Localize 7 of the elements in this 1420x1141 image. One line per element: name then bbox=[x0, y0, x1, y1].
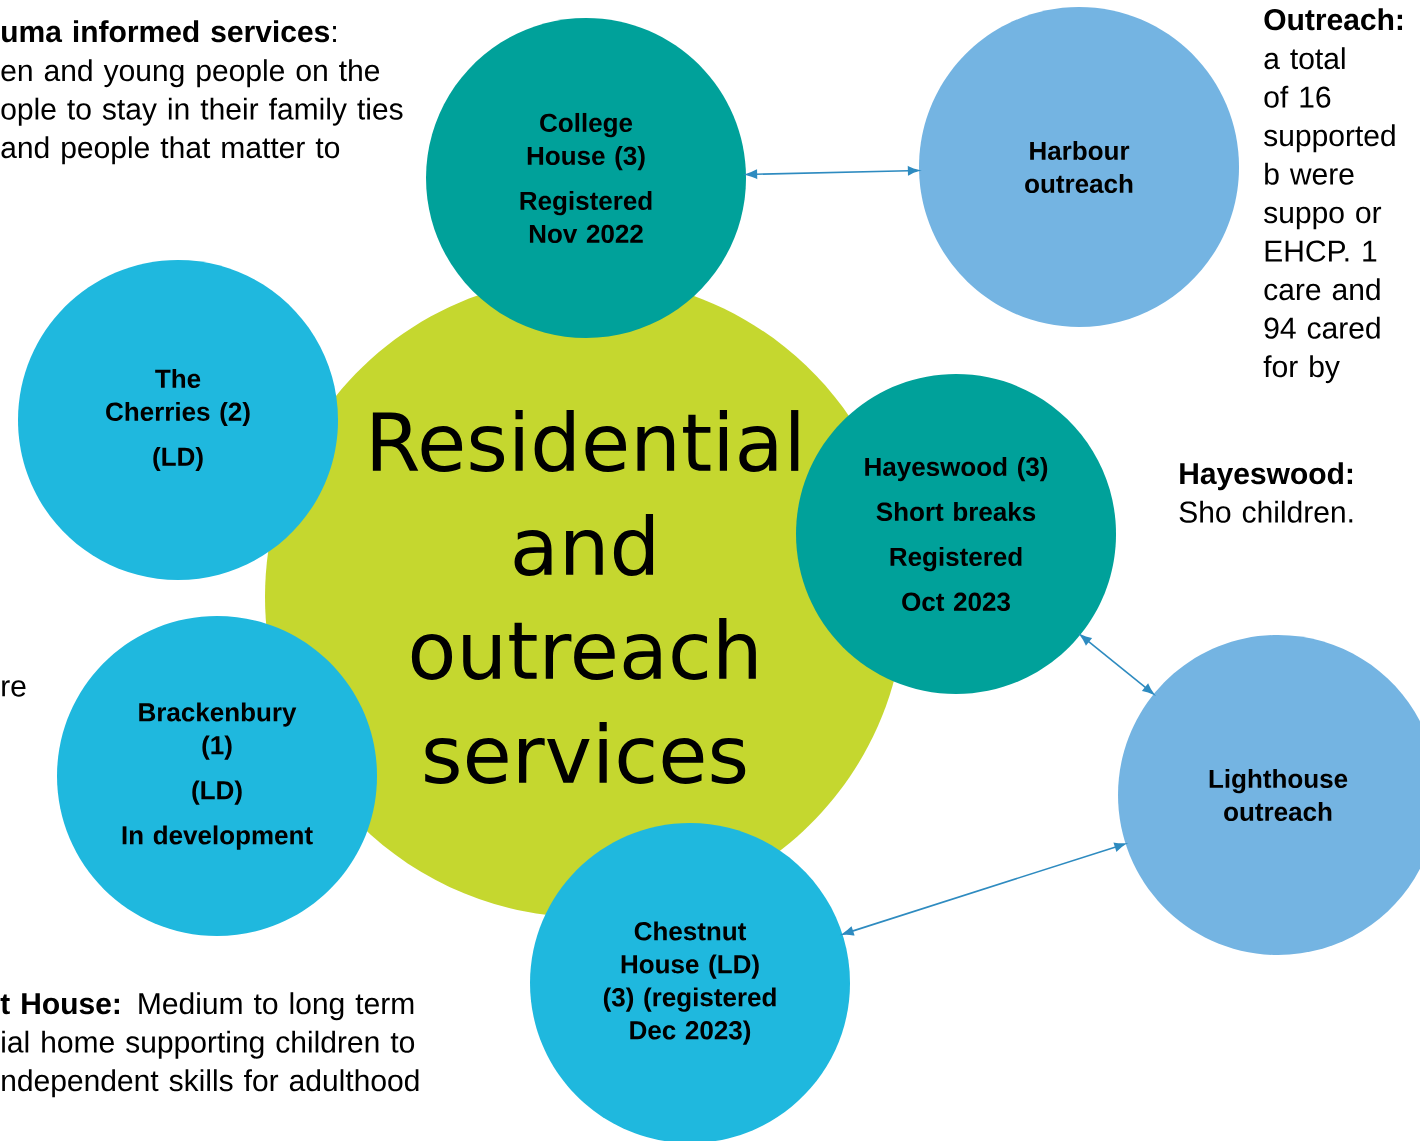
note-text: Hayeswood: Sho children. bbox=[1179, 462, 1353, 523]
double-arrow bbox=[1080, 634, 1154, 695]
note-text: re bbox=[2, 680, 26, 697]
double-arrow bbox=[745, 166, 920, 179]
double-arrow bbox=[842, 842, 1126, 936]
note-text: uma informed services: bbox=[2, 20, 336, 43]
note-text: t House: Medium to long term ial home supporting children to ndependent skills for adulthood bbox=[0, 992, 419, 1098]
